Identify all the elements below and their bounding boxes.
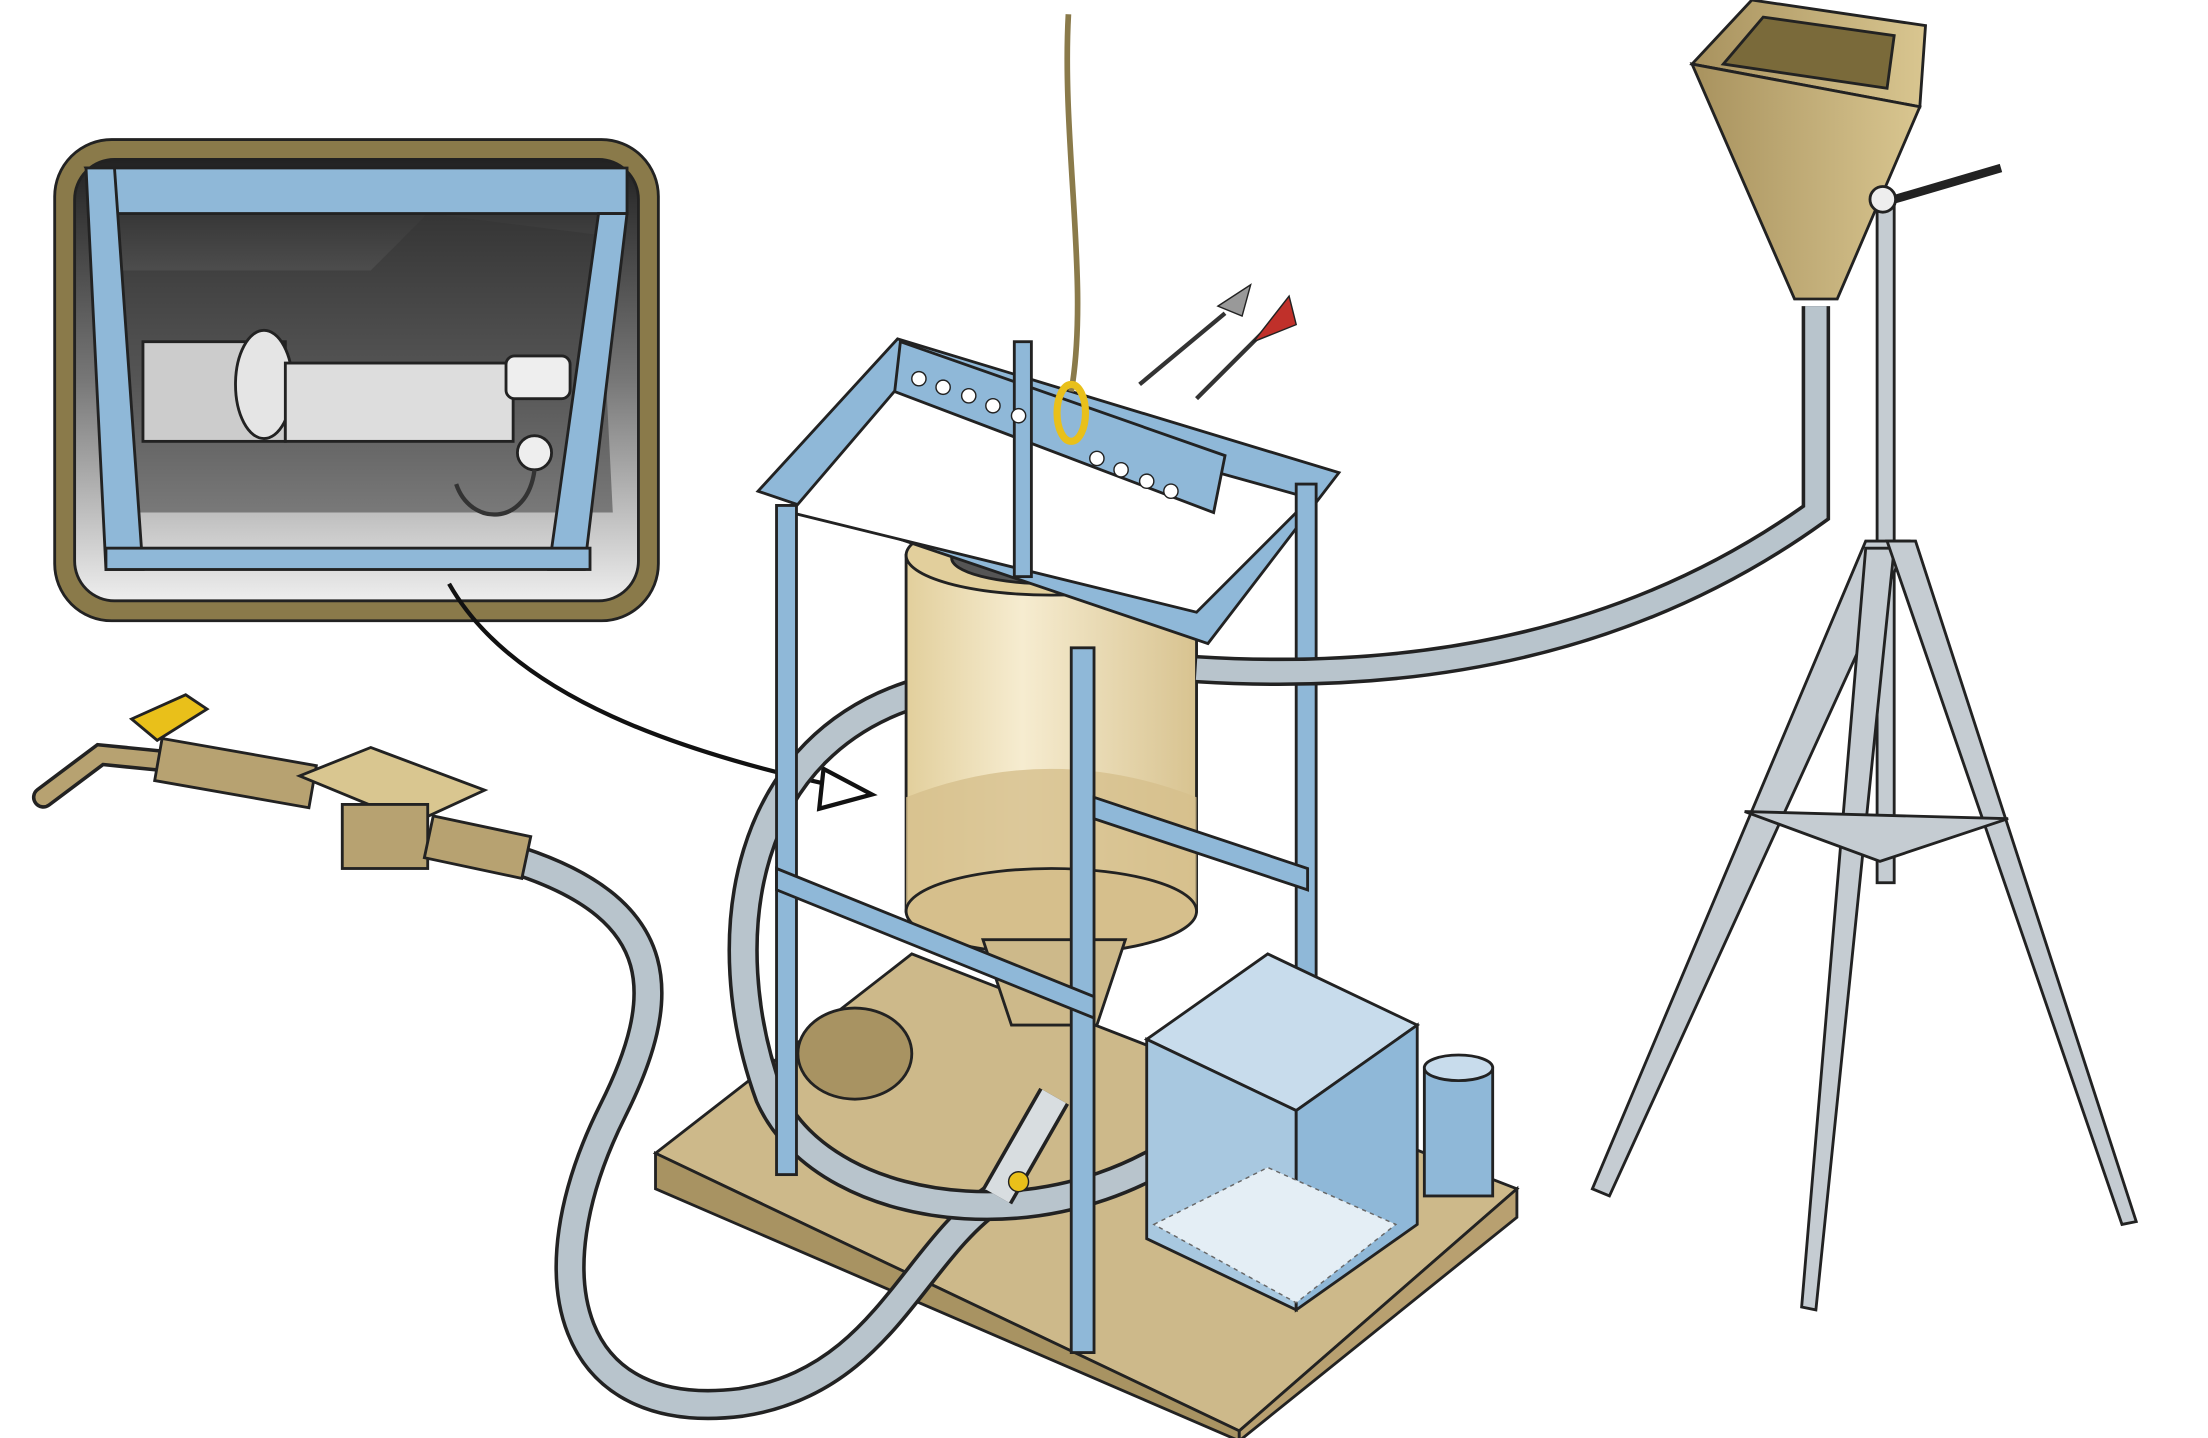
steel-frame [755, 337, 1342, 1354]
red-clamp-icon [1251, 294, 1298, 344]
pressure-regulator [295, 745, 533, 881]
faucet [31, 693, 318, 810]
filter-box [1143, 952, 1421, 1313]
submersible-pump [141, 328, 572, 517]
cup [1422, 1053, 1495, 1198]
frame-holes [911, 370, 1179, 500]
hopper [1689, 0, 1928, 301]
arrow-head-icon [816, 765, 878, 812]
lifting-rope [1064, 14, 1081, 393]
battery-clamps [1138, 283, 1298, 401]
inset-detail [53, 138, 660, 623]
shackle-icon [1053, 380, 1090, 445]
tripod [1590, 163, 2139, 1312]
valve-handle-icon[interactable] [128, 693, 210, 743]
